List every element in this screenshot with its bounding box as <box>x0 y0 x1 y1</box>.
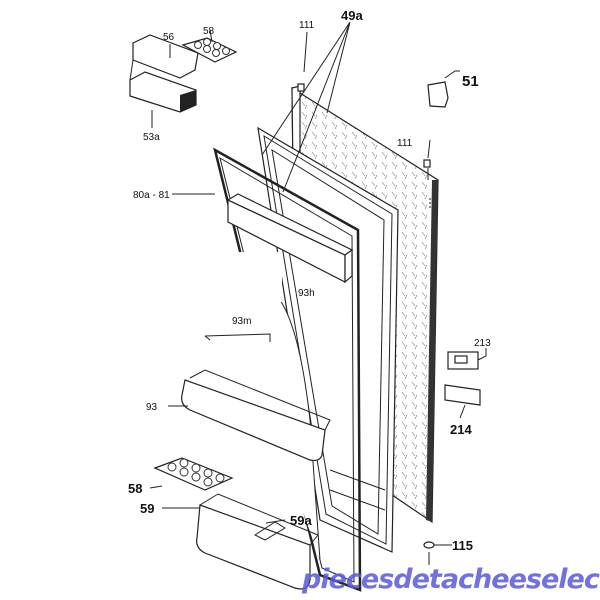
part-51-hinge-cover <box>427 81 449 108</box>
part-213-panel <box>447 351 479 370</box>
label-49a: 49a <box>341 8 363 23</box>
part-58-egg-tray-top <box>181 37 238 63</box>
label-58-top: 58 <box>203 26 215 37</box>
watermark: piecesdetacheeselec.com <box>301 564 600 595</box>
label-93: 93 <box>146 402 158 413</box>
part-59-bottle-tray <box>196 493 319 590</box>
label-111-right: 111 <box>397 138 413 149</box>
part-93m-rail <box>204 333 271 342</box>
label-51: 51 <box>462 73 479 90</box>
label-93m: 93m <box>232 316 251 327</box>
part-115-washer <box>423 541 435 549</box>
part-93h-shelf <box>226 193 354 284</box>
part-214-panel <box>444 384 481 406</box>
label-111-top: 111 <box>299 20 315 31</box>
label-214: 214 <box>450 422 472 437</box>
label-56: 56 <box>163 32 175 43</box>
part-111-screw-top <box>297 83 305 92</box>
label-80a-81: 80a - 81 <box>133 190 170 201</box>
leader-lines <box>149 21 487 565</box>
label-53a: 53a <box>143 132 160 143</box>
label-213: 213 <box>474 338 491 349</box>
label-59a: 59a <box>290 513 312 528</box>
label-93h: 93h <box>298 288 315 299</box>
part-53a-56-dairy-box <box>129 34 199 113</box>
label-115: 115 <box>452 538 473 553</box>
part-58-egg-tray-bottom <box>153 457 234 491</box>
part-111-screw-right <box>423 159 431 168</box>
label-59: 59 <box>140 501 154 516</box>
part-93-door-tray <box>181 369 331 462</box>
label-58-bottom: 58 <box>128 481 142 496</box>
